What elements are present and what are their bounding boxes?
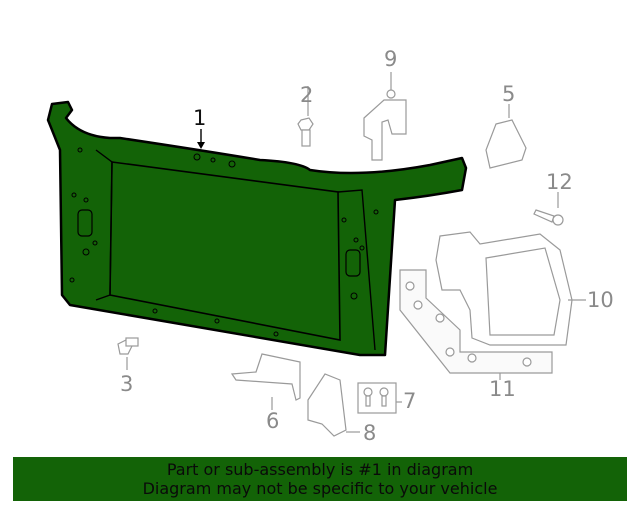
- callout-8[interactable]: 8: [363, 421, 377, 445]
- callout-10[interactable]: 10: [587, 288, 614, 312]
- callout-7[interactable]: 7: [403, 389, 417, 413]
- bolt-part-2[interactable]: [297, 86, 314, 147]
- banner-line-1: Part or sub-assembly is #1 in diagram: [166, 460, 474, 479]
- callout-1-arrow: [197, 129, 205, 149]
- callout-1[interactable]: 1: [193, 106, 207, 130]
- callout-6[interactable]: 6: [266, 409, 280, 433]
- bracket-part-10[interactable]: [435, 231, 586, 346]
- callout-12[interactable]: 12: [546, 170, 573, 194]
- callout-9[interactable]: 9: [384, 47, 398, 71]
- info-banner: Part or sub-assembly is #1 in diagram Di…: [13, 457, 627, 501]
- bolt-part-3[interactable]: [117, 337, 139, 370]
- bolts-part-7[interactable]: [357, 382, 402, 414]
- callout-11[interactable]: 11: [489, 377, 516, 401]
- bracket-part-6[interactable]: [230, 353, 301, 410]
- bolt-kit-part-11[interactable]: [399, 269, 553, 380]
- banner-line-2: Diagram may not be specific to your vehi…: [142, 479, 498, 498]
- radiator-support-part-1[interactable]: [46, 100, 468, 357]
- callout-2[interactable]: 2: [300, 83, 314, 107]
- parts-diagram: 1 2 3 5 6 7 8 9 10 11 12: [46, 47, 614, 445]
- bracket-part-5[interactable]: [485, 104, 527, 169]
- bracket-part-9[interactable]: [363, 72, 407, 161]
- screw-part-12[interactable]: [533, 192, 564, 226]
- callout-5[interactable]: 5: [502, 82, 516, 106]
- callout-3[interactable]: 3: [120, 372, 134, 396]
- bracket-part-8[interactable]: [307, 373, 360, 437]
